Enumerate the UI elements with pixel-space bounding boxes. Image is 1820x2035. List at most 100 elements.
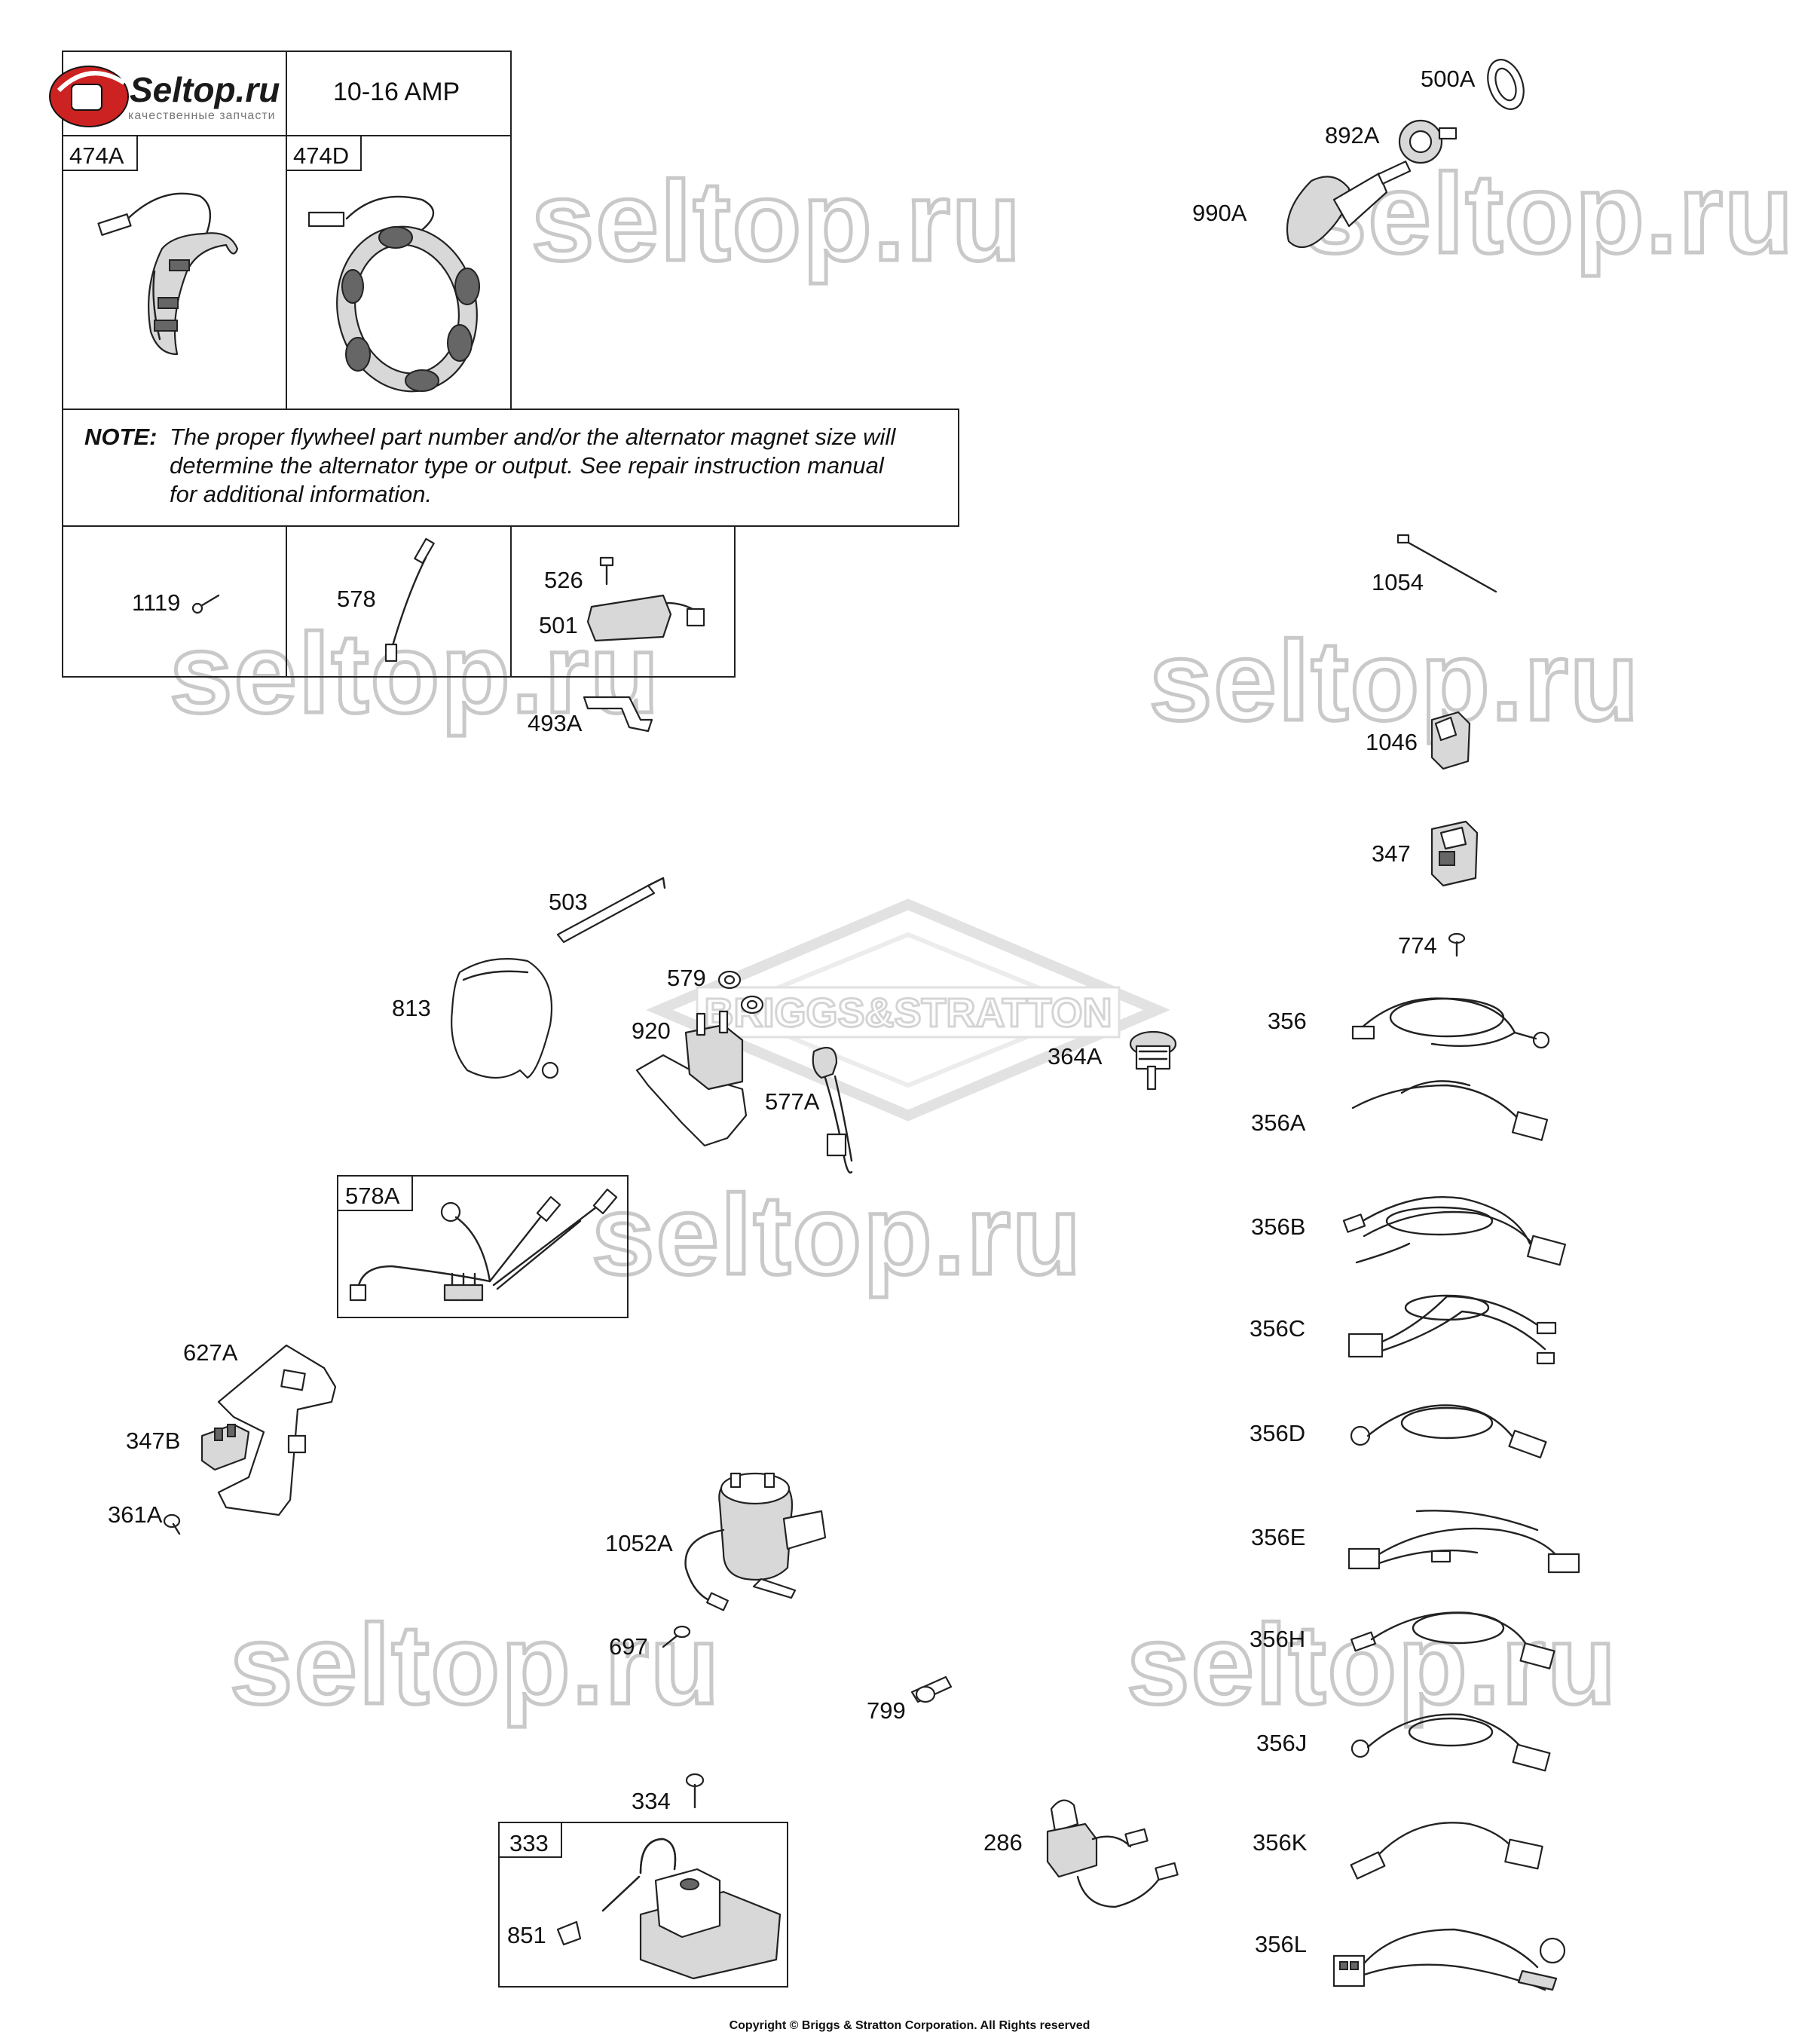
screw-icon — [191, 594, 220, 614]
wire-356B-icon — [1342, 1196, 1566, 1266]
cell-501: 501 — [539, 612, 578, 638]
label-500A: 500A — [1421, 66, 1476, 92]
label-799: 799 — [867, 1697, 906, 1724]
module-286-icon — [1046, 1799, 1179, 1908]
cell-1119: 1119 — [132, 589, 180, 616]
label-493A: 493A — [528, 710, 583, 736]
label-851: 851 — [507, 1922, 546, 1948]
nuts-icon — [717, 970, 764, 1014]
watermark-6: seltop.ru — [230, 1601, 720, 1727]
note-line-3: for additional information. — [170, 481, 432, 507]
clamp-band-icon — [451, 958, 559, 1079]
screw-361A-icon — [163, 1513, 181, 1535]
label-286: 286 — [983, 1829, 1023, 1856]
label-364A: 364A — [1048, 1043, 1103, 1070]
ignition-switch-icon — [1430, 820, 1479, 887]
wire-356K-icon — [1350, 1822, 1543, 1880]
watermark-3: seltop.ru — [170, 610, 660, 736]
cell-474D: 474D — [293, 142, 349, 169]
label-1054: 1054 — [1372, 569, 1424, 595]
label-920: 920 — [632, 1017, 671, 1044]
stud-icon — [910, 1675, 953, 1703]
wire-356L-icon — [1332, 1928, 1566, 1991]
wire-356D-icon — [1350, 1404, 1547, 1458]
label-356B: 356B — [1251, 1213, 1305, 1240]
note-label: NOTE: — [84, 424, 157, 450]
wire-lead-icon — [384, 537, 435, 663]
cable-tie-icon — [1396, 534, 1497, 593]
label-697: 697 — [609, 1633, 648, 1660]
stator-ring-icon — [307, 195, 480, 393]
copyright: Copyright © Briggs & Stratton Corporatio… — [730, 2019, 1090, 2032]
watermark-1: seltop.ru — [531, 158, 1022, 284]
switch-block-icon — [1430, 711, 1471, 770]
label-990A: 990A — [1192, 200, 1247, 226]
label-578A: 578A — [345, 1183, 400, 1209]
label-356J: 356J — [1256, 1730, 1307, 1756]
alternator-table: 10-16 AMP 474A 474D — [62, 50, 512, 410]
starter-solenoid-icon — [684, 1472, 827, 1611]
wire-356-icon — [1351, 997, 1550, 1049]
wire-356H-icon — [1350, 1611, 1555, 1669]
label-333: 333 — [509, 1830, 549, 1856]
bracket-icon — [583, 696, 653, 733]
note-line-2: determine the alternator type or output.… — [170, 452, 885, 479]
ignition-coil-333: 333 851 — [498, 1822, 788, 1988]
logo-tagline: качественные запчасти — [128, 109, 276, 122]
label-356A: 356A — [1251, 1109, 1306, 1136]
label-334: 334 — [632, 1788, 671, 1814]
lower-table: 1119 578 526 501 — [62, 525, 736, 678]
seltop-logo: Seltop.ru качественные запчасти — [49, 66, 280, 127]
label-356L: 356L — [1255, 1931, 1307, 1957]
label-627A: 627A — [183, 1339, 238, 1366]
strap-icon — [556, 877, 666, 944]
wire-356A-icon — [1351, 1080, 1549, 1141]
watermark-4: seltop.ru — [1149, 617, 1640, 744]
label-774: 774 — [1398, 932, 1437, 959]
screw-774-icon — [1448, 932, 1466, 957]
washer-icon — [1487, 59, 1525, 110]
label-356K: 356K — [1253, 1829, 1308, 1856]
label-347B: 347B — [126, 1428, 180, 1454]
logo-text: Seltop.ru — [130, 70, 280, 109]
center-mark-text: BRIGGS&STRATTON — [704, 990, 1112, 1036]
cell-578: 578 — [337, 586, 376, 612]
label-356D: 356D — [1250, 1420, 1305, 1446]
watermark-2: seltop.ru — [1304, 150, 1794, 277]
watermark-5: seltop.ru — [592, 1171, 1082, 1298]
cell-474A: 474A — [69, 142, 124, 169]
regulator-icon — [586, 556, 705, 642]
label-1052A: 1052A — [605, 1530, 673, 1556]
oil-sensor-icon — [1129, 1030, 1177, 1091]
solenoid-icon — [635, 1010, 748, 1147]
watermarks: seltop.ru seltop.ru seltop.ru seltop.ru … — [168, 148, 1795, 1730]
rocker-switch-icon — [200, 1423, 250, 1471]
label-577A: 577A — [765, 1088, 820, 1115]
wire-356C-icon — [1347, 1294, 1557, 1365]
label-356C: 356C — [1250, 1315, 1305, 1342]
label-347: 347 — [1372, 840, 1411, 867]
boot-cable-icon — [812, 1046, 853, 1174]
wire-356E-icon — [1347, 1510, 1580, 1574]
note-box: NOTE: The proper flywheel part number an… — [62, 409, 959, 527]
label-892A: 892A — [1325, 122, 1380, 148]
label-1046: 1046 — [1366, 729, 1418, 755]
label-503: 503 — [549, 889, 588, 915]
harness-578A: 578A — [337, 1175, 629, 1318]
label-813: 813 — [392, 995, 431, 1021]
briggs-stratton-mark: BRIGGS&STRATTON — [646, 898, 1170, 1122]
label-361A: 361A — [108, 1501, 163, 1528]
label-356H: 356H — [1250, 1626, 1305, 1652]
cell-526: 526 — [544, 567, 583, 593]
wire-356J-icon — [1350, 1713, 1551, 1772]
bolt-697-icon — [662, 1625, 691, 1648]
note-line-1: The proper flywheel part number and/or t… — [170, 424, 896, 450]
switch-icon — [1398, 119, 1458, 164]
amp-header: 10-16 AMP — [333, 78, 460, 106]
label-356E: 356E — [1251, 1524, 1305, 1550]
label-579: 579 — [667, 965, 706, 991]
panel-bracket-icon — [217, 1344, 337, 1516]
stator-arc-icon — [97, 192, 239, 356]
label-356: 356 — [1268, 1008, 1307, 1034]
